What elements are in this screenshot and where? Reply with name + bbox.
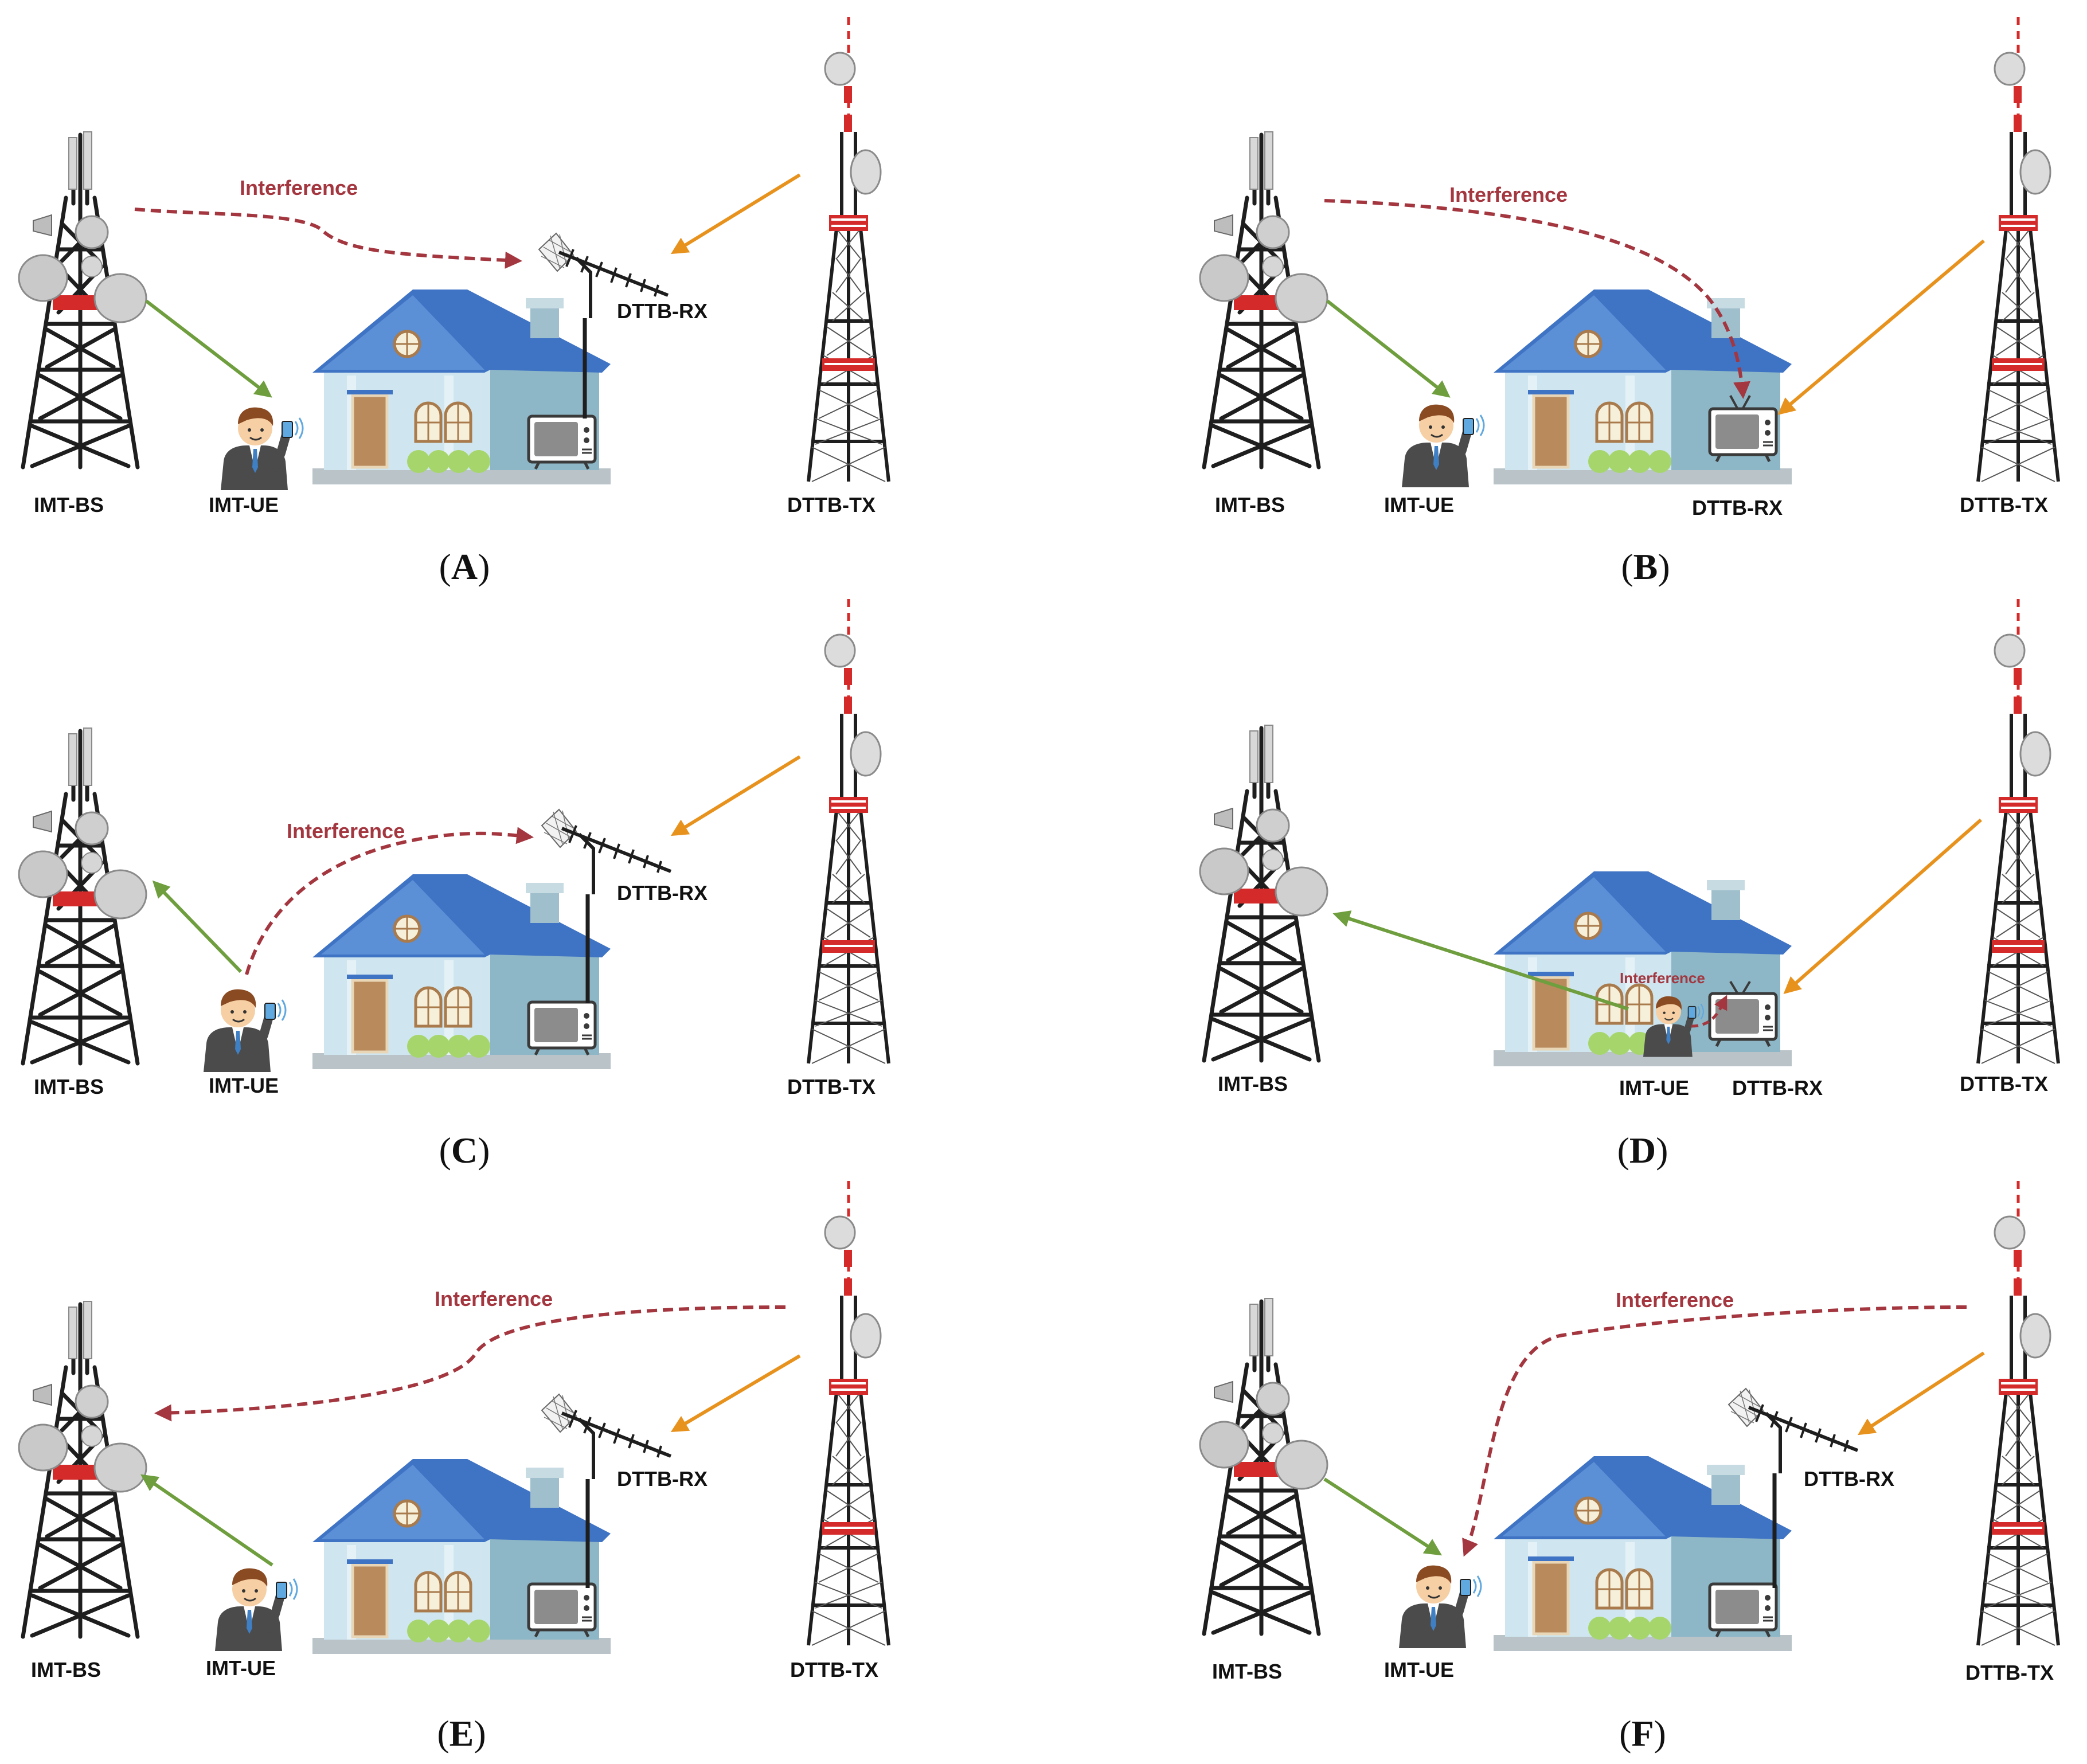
caption-letter: E: [450, 1713, 474, 1754]
dttb-rx-label: DTTB-RX: [617, 881, 708, 905]
downlink-arrow: [1323, 1477, 1443, 1556]
interference-label: Interference: [1449, 183, 1568, 206]
dttb-tx-label: DTTB-TX: [1960, 1072, 2048, 1096]
dttb-rx-label: DTTB-RX: [1732, 1076, 1823, 1100]
dttb-tx-label: DTTB-TX: [787, 493, 876, 517]
broadcast-arrow: [670, 1354, 801, 1433]
imt-bs-tower-icon: [19, 728, 146, 1063]
imt-bs-tower-icon: [1200, 132, 1327, 467]
panel-caption: (B): [1621, 546, 1670, 587]
interference-arrow: [1691, 995, 1728, 1028]
imt-bs-tower-icon: [19, 1301, 146, 1637]
dttb-tx-label: DTTB-TX: [787, 1075, 876, 1098]
interference-label: Interference: [287, 819, 405, 843]
imt-ue-label: IMT-UE: [1619, 1076, 1689, 1100]
uplink-arrow: [1332, 910, 1629, 1011]
imt-bs-label: IMT-BS: [31, 1658, 101, 1681]
dttb-rx-label: DTTB-RX: [617, 1467, 708, 1491]
imt-ue-person-icon: [1399, 1566, 1481, 1648]
interference-arrow: [245, 827, 534, 975]
panel-f: Interference IMT-BS IMT-UE DTTB-RX DTTB-…: [1200, 1181, 2058, 1754]
dttb-tx-label: DTTB-TX: [1965, 1661, 2054, 1684]
dttb-tx-tower-icon: [1978, 17, 2058, 482]
imt-ue-label: IMT-UE: [206, 1656, 276, 1680]
imt-ue-label: IMT-UE: [1384, 493, 1454, 517]
dttb-tx-tower-icon: [808, 599, 889, 1063]
broadcast-arrow: [1783, 818, 1982, 994]
panel-b: Interference IMT-BS IMT-UE DTTB-RX DTTB-…: [1200, 17, 2058, 587]
panel-caption: (C): [439, 1130, 490, 1171]
tv-icon: [1710, 409, 1776, 461]
dttb-rx-label: DTTB-RX: [617, 299, 708, 323]
roof-antenna-icon: [542, 1394, 671, 1479]
downlink-arrow: [145, 299, 272, 398]
uplink-arrow: [140, 1474, 273, 1567]
caption-letter: D: [1629, 1130, 1656, 1171]
roof-antenna-icon: [1729, 1388, 1858, 1473]
broadcast-arrow: [670, 173, 801, 255]
interference-arrow: [134, 208, 522, 269]
broadcast-arrow: [1777, 239, 1985, 415]
dttb-rx-label: DTTB-RX: [1692, 496, 1783, 519]
panel-caption: (E): [437, 1713, 486, 1754]
imt-bs-tower-icon: [1200, 1298, 1327, 1634]
dttb-tx-tower-icon: [1978, 1181, 2058, 1645]
imt-bs-label: IMT-BS: [1212, 1660, 1282, 1683]
imt-bs-tower-icon: [1200, 725, 1327, 1061]
dttb-tx-tower-icon: [808, 1181, 889, 1645]
panel-d: Interference IMT-BS IMT-UE DTTB-RX DTTB-…: [1200, 599, 2058, 1171]
broadcast-arrow: [1857, 1351, 1985, 1436]
imt-ue-person-icon: [204, 989, 286, 1072]
panel-caption: (A): [439, 546, 490, 587]
panel-e: Interference IMT-BS IMT-UE DTTB-RX DTTB-…: [19, 1181, 889, 1754]
tv-icon: [1710, 994, 1776, 1046]
interference-arrow: [154, 1305, 786, 1422]
interference-arrow: [1324, 199, 1750, 399]
imt-ue-person-icon: [221, 408, 303, 490]
imt-ue-label: IMT-UE: [209, 493, 279, 517]
caption-letter: F: [1631, 1713, 1654, 1754]
dttb-tx-label: DTTB-TX: [1960, 493, 2048, 517]
imt-bs-label: IMT-BS: [34, 493, 104, 517]
downlink-arrow: [1326, 299, 1451, 398]
interference-label: Interference: [1620, 969, 1705, 987]
dttb-rx-label: DTTB-RX: [1804, 1467, 1894, 1491]
panel-a: Interference IMT-BS IMT-UE DTTB-RX DTTB-…: [19, 17, 889, 587]
interference-arrow: [1462, 1305, 1967, 1557]
imt-ue-person-icon: [1402, 405, 1484, 487]
imt-bs-label: IMT-BS: [1215, 493, 1285, 517]
panel-caption: (F): [1619, 1713, 1666, 1754]
interference-label: Interference: [240, 176, 358, 200]
caption-letter: A: [451, 546, 478, 587]
imt-ue-person-icon: [215, 1569, 297, 1651]
dttb-tx-tower-icon: [1978, 599, 2058, 1063]
interference-label: Interference: [1616, 1288, 1734, 1312]
imt-ue-label: IMT-UE: [209, 1074, 279, 1097]
imt-bs-label: IMT-BS: [34, 1075, 104, 1098]
dttb-tx-label: DTTB-TX: [790, 1658, 878, 1681]
panel-c: Interference IMT-BS IMT-UE DTTB-RX DTTB-…: [19, 599, 889, 1171]
broadcast-arrow: [670, 755, 801, 836]
tv-icon: [529, 416, 595, 469]
tv-icon: [529, 1002, 595, 1055]
panel-caption: (D): [1617, 1130, 1668, 1171]
imt-bs-tower-icon: [19, 132, 146, 467]
imt-ue-label: IMT-UE: [1384, 1658, 1454, 1681]
uplink-arrow: [152, 880, 243, 973]
caption-letter: C: [451, 1130, 478, 1171]
caption-letter: B: [1633, 546, 1658, 587]
imt-bs-label: IMT-BS: [1218, 1072, 1288, 1096]
tv-icon: [529, 1584, 595, 1637]
interference-label: Interference: [435, 1287, 553, 1311]
dttb-tx-tower-icon: [808, 17, 889, 482]
tv-icon: [1710, 1584, 1776, 1637]
